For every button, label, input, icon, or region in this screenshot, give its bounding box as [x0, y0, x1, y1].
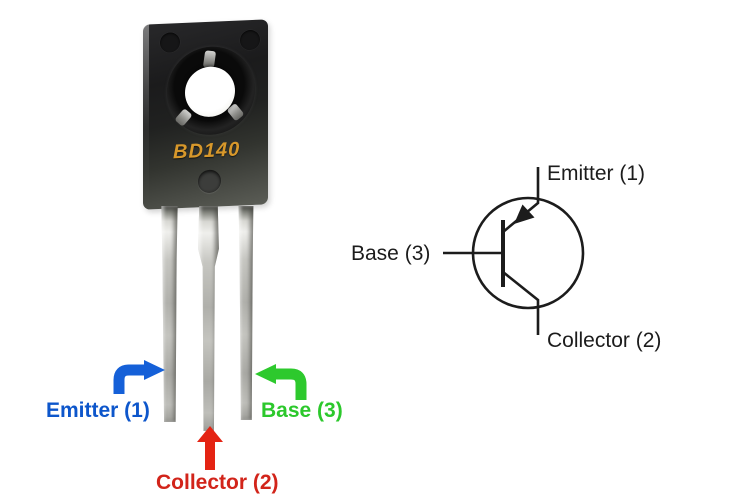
base-arrow-head	[255, 364, 276, 384]
leg-emitter	[161, 206, 178, 422]
schematic-base-label: Base (3)	[351, 242, 431, 265]
symbol-emitter-lead	[502, 167, 540, 234]
collector-pin-label: Collector (2)	[156, 471, 279, 494]
mold-mark-left	[160, 32, 180, 53]
pnp-emitter-arrowhead	[514, 204, 535, 224]
schematic-collector-label: Collector (2)	[547, 329, 662, 352]
mounting-hole-collar	[167, 44, 255, 137]
mold-mark-right	[240, 29, 260, 51]
part-number-marking: BD140	[173, 138, 241, 164]
schematic-emitter-label: Emitter (1)	[547, 162, 646, 185]
base-pin-label: Base (3)	[261, 399, 343, 422]
body-edge-highlight	[143, 24, 149, 210]
emitter-arrow	[113, 360, 165, 394]
leg-base	[238, 206, 254, 420]
small-indent-hole	[198, 169, 221, 194]
pnp-transistor-symbol	[443, 167, 585, 335]
metal-glint	[174, 108, 193, 127]
emitter-arrow-head	[144, 360, 165, 380]
metal-glint	[202, 50, 217, 69]
collector-arrow	[197, 426, 223, 470]
leg-collector	[198, 206, 219, 431]
collector-arrow-shape	[197, 426, 223, 470]
transistor-body: BD140	[143, 19, 268, 210]
emitter-arrow-shaft	[113, 364, 144, 394]
base-arrow-shaft	[276, 368, 307, 400]
symbol-collector-lead	[502, 270, 540, 335]
emitter-pin-label: Emitter (1)	[46, 399, 150, 422]
base-arrow	[255, 364, 307, 400]
